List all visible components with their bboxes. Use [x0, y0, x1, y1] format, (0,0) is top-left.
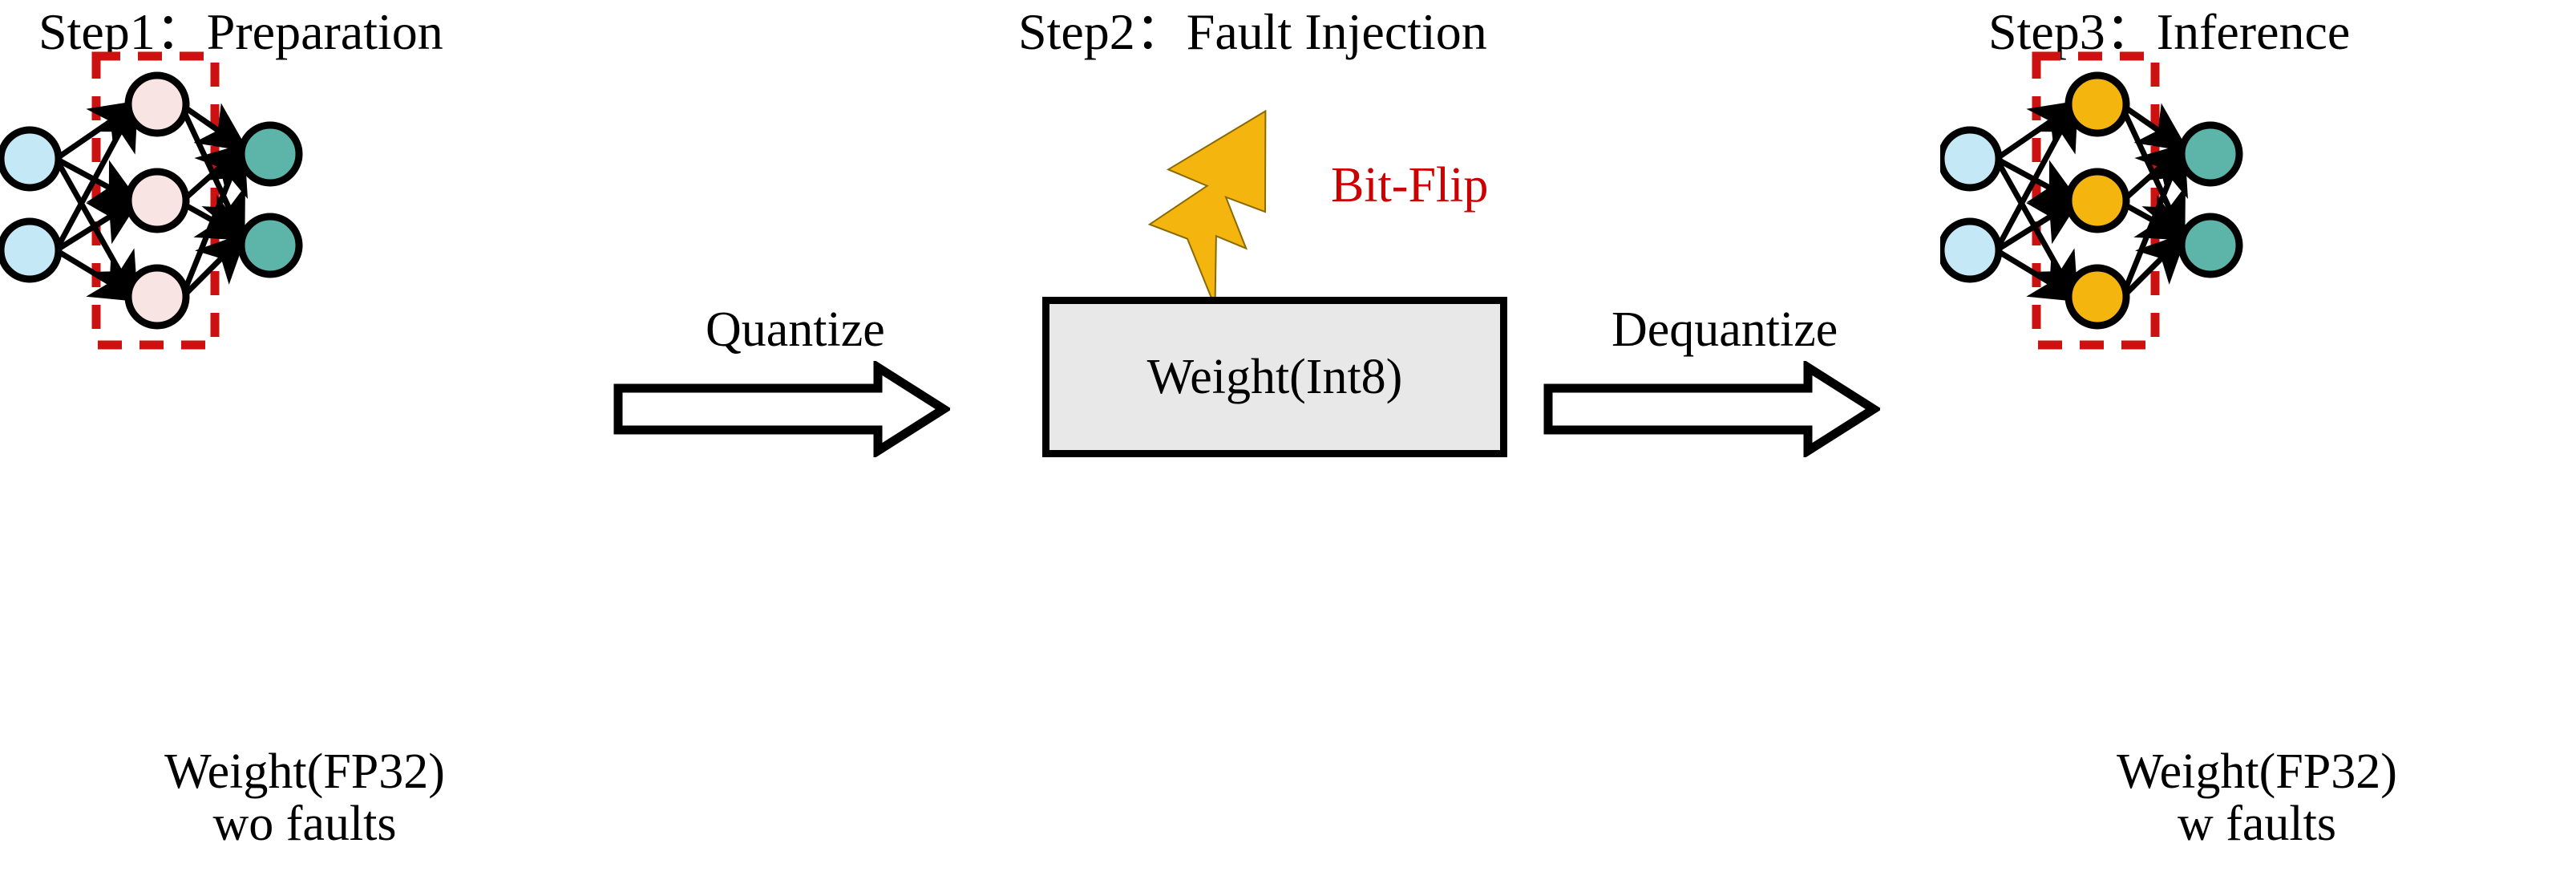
- left-network-caption: Weight(FP32) wo faults: [0, 744, 609, 852]
- block-arrow-right-icon: [1543, 361, 1880, 457]
- left-caption-line2: wo faults: [212, 797, 397, 852]
- input-node: [1940, 126, 2003, 192]
- weight-int8-label: Weight(Int8): [1146, 350, 1403, 404]
- edges-hidden-to-output: [180, 103, 250, 299]
- bitflip-label: Bit-Flip: [1331, 158, 1489, 213]
- right-caption-line2: w faults: [2177, 797, 2337, 852]
- hidden-node-clean: [124, 168, 190, 233]
- dequantize-label: Dequantize: [1612, 302, 1838, 357]
- left-caption-line1: Weight(FP32): [164, 744, 445, 799]
- block-arrow-right-icon: [613, 361, 950, 457]
- weight-int8-box: Weight(Int8): [1042, 297, 1507, 457]
- output-node: [237, 213, 303, 278]
- quantize-label: Quantize: [706, 302, 885, 357]
- step2-title: Step2：Fault Injection: [1018, 3, 1487, 60]
- output-node: [237, 121, 303, 187]
- right-caption-line1: Weight(FP32): [2117, 744, 2397, 799]
- output-node: [2178, 121, 2243, 187]
- hidden-node-clean: [124, 71, 190, 137]
- hidden-node-faulty: [2064, 71, 2130, 137]
- edges-hidden-to-output: [2120, 103, 2190, 299]
- input-node: [0, 126, 63, 192]
- edges-input-to-hidden: [1993, 98, 2083, 304]
- input-node: [0, 217, 63, 283]
- hidden-node-clean: [124, 264, 190, 330]
- hidden-node-faulty: [2064, 264, 2130, 330]
- neural-network-clean: [0, 51, 303, 350]
- input-node: [1940, 217, 2003, 283]
- step3-title: Step3：Inference: [1988, 3, 2351, 60]
- hidden-node-faulty: [2064, 168, 2130, 233]
- output-node: [2178, 213, 2243, 278]
- right-network-caption: Weight(FP32) w faults: [1940, 744, 2574, 852]
- neural-network-faulty: [1940, 51, 2243, 350]
- edges-input-to-hidden: [53, 98, 143, 304]
- lightning-bolt-icon: [1147, 109, 1267, 307]
- step1-title: Step1：Preparation: [38, 3, 443, 60]
